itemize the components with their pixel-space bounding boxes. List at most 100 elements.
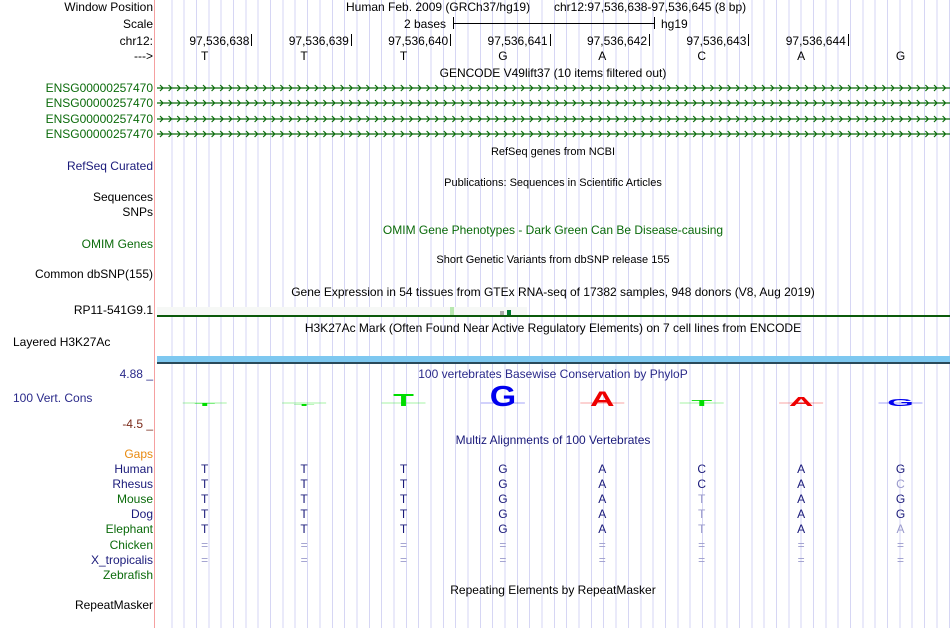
refseq-label[interactable]: RefSeq Curated: [66, 159, 153, 173]
alignment-base: T: [201, 477, 209, 492]
alignment-base: A: [797, 462, 806, 476]
alignment-base: T: [201, 492, 209, 507]
phylop-label[interactable]: 100 Vert. Cons: [13, 391, 93, 405]
coordinate-tick: [350, 34, 352, 46]
coordinate-tick: [251, 34, 253, 46]
alignment-base: T: [300, 507, 308, 522]
species-label[interactable]: Elephant: [105, 522, 153, 537]
alignment-base: C: [896, 477, 905, 492]
alignment-base: =: [399, 552, 407, 567]
gencode-item-label[interactable]: ENSG00000257470: [45, 96, 153, 111]
reference-base: G: [895, 49, 906, 63]
alignment-base: T: [399, 477, 408, 492]
alignment-base: A: [797, 522, 806, 537]
logo-letter: G: [887, 397, 913, 408]
publications-label[interactable]: Sequences: [92, 190, 153, 204]
gencode-title[interactable]: GENCODE V49lift37 (10 items filtered out…: [439, 66, 667, 80]
dbsnp-label[interactable]: Common dbSNP(155): [34, 267, 153, 281]
chrom-label: chr12:: [119, 34, 153, 48]
label-separator: [154, 0, 155, 628]
alignment-base: =: [797, 537, 805, 552]
species-label[interactable]: Chicken: [109, 537, 153, 552]
alignment-base: T: [201, 522, 209, 537]
logo-letter: A: [789, 395, 814, 409]
alignment-base: =: [300, 537, 308, 552]
snps-label[interactable]: SNPs: [122, 205, 153, 219]
gencode-item-label[interactable]: ENSG00000257470: [45, 81, 153, 95]
h3k27ac-label[interactable]: Layered H3K27Ac: [13, 335, 111, 349]
species-label[interactable]: Mouse: [116, 492, 153, 507]
h3k27ac-title[interactable]: H3K27Ac Mark (Often Found Near Active Re…: [304, 321, 802, 335]
phylop-title[interactable]: 100 vertebrates Basewise Conservation by…: [418, 367, 688, 381]
gencode-item-label[interactable]: ENSG00000257470: [45, 126, 153, 141]
h3k27ac-signal: [157, 356, 950, 364]
multiz-title[interactable]: Multiz Alignments of 100 Vertebrates: [455, 433, 651, 447]
logo-letter: T: [194, 402, 215, 407]
omim-title[interactable]: OMIM Gene Phenotypes - Dark Green Can Be…: [382, 223, 724, 237]
gene-model-arrows[interactable]: [157, 98, 950, 108]
logo-letter: G: [490, 381, 516, 410]
phylop-max: 4.88 _: [119, 367, 153, 381]
alignment-base: T: [399, 462, 408, 476]
coordinate-tick: [847, 34, 849, 46]
publications-title[interactable]: Publications: Sequences in Scientific Ar…: [444, 177, 662, 189]
alignment-base: T: [698, 522, 706, 537]
alignment-base: A: [598, 492, 607, 507]
repeatmasker-label[interactable]: RepeatMasker: [74, 598, 153, 612]
species-label[interactable]: Dog: [130, 507, 153, 522]
alignment-base: =: [896, 537, 904, 552]
alignment-base: T: [201, 462, 209, 476]
gtex-title[interactable]: Gene Expression in 54 tissues from GTEx …: [291, 285, 815, 299]
gencode-item-label[interactable]: ENSG00000257470: [45, 111, 153, 126]
coordinate-tick: [748, 34, 750, 46]
alignment-base: T: [300, 492, 308, 507]
coordinate-label: 97,536,641: [487, 34, 548, 48]
reference-base: A: [598, 49, 607, 63]
alignment-base: G: [895, 507, 906, 522]
species-label[interactable]: X_tropicalis: [90, 552, 153, 567]
alignment-base: A: [797, 477, 806, 492]
alignment-base: A: [598, 507, 607, 522]
alignment-base: A: [797, 492, 806, 507]
position-text: chr12:97,536,638-97,536,645 (8 bp): [554, 0, 747, 14]
coordinate-label: 97,536,638: [189, 34, 250, 48]
alignment-base: G: [498, 507, 508, 522]
alignment-base: =: [598, 552, 606, 567]
species-label[interactable]: Rhesus: [112, 477, 153, 492]
scale-text: 2 bases: [404, 17, 447, 31]
alignment-base: C: [697, 477, 707, 492]
omim-label[interactable]: OMIM Genes: [81, 237, 153, 251]
gene-model-arrows[interactable]: [157, 114, 950, 124]
species-label[interactable]: Zebrafish: [102, 567, 153, 582]
alignment-base: G: [895, 492, 906, 507]
alignment-base: T: [300, 522, 308, 537]
alignment-base: =: [399, 537, 407, 552]
alignment-base: T: [698, 507, 706, 522]
refseq-title[interactable]: RefSeq genes from NCBI: [490, 146, 616, 158]
alignment-base: T: [698, 492, 706, 507]
alignment-base: G: [498, 522, 508, 537]
alignment-base: G: [498, 492, 508, 507]
alignment-base: T: [399, 522, 408, 537]
alignment-base: =: [201, 552, 209, 567]
coordinate-label: 97,536,642: [586, 34, 647, 48]
gtex-label[interactable]: RP11-541G9.1: [73, 303, 153, 317]
alignment-base: T: [201, 507, 209, 522]
gene-model-arrows[interactable]: [157, 129, 950, 139]
strand-label: --->: [134, 49, 153, 63]
reference-base: T: [399, 49, 408, 63]
alignment-base: =: [201, 537, 209, 552]
alignment-base: T: [399, 507, 408, 522]
logo-letter: T: [294, 404, 315, 407]
dbsnp-title[interactable]: Short Genetic Variants from dbSNP releas…: [436, 254, 670, 266]
phylop-min: -4.5 _: [122, 417, 153, 431]
scale-bar: [453, 17, 655, 29]
species-label[interactable]: Human: [114, 462, 153, 476]
gene-model-arrows[interactable]: [157, 83, 950, 93]
repeatmasker-title[interactable]: Repeating Elements by RepeatMasker: [450, 583, 656, 597]
logo-letter: T: [691, 399, 712, 408]
alignment-base: =: [300, 552, 308, 567]
reference-base: A: [797, 49, 806, 63]
assembly-text: Human Feb. 2009 (GRCh37/hg19): [346, 0, 531, 14]
